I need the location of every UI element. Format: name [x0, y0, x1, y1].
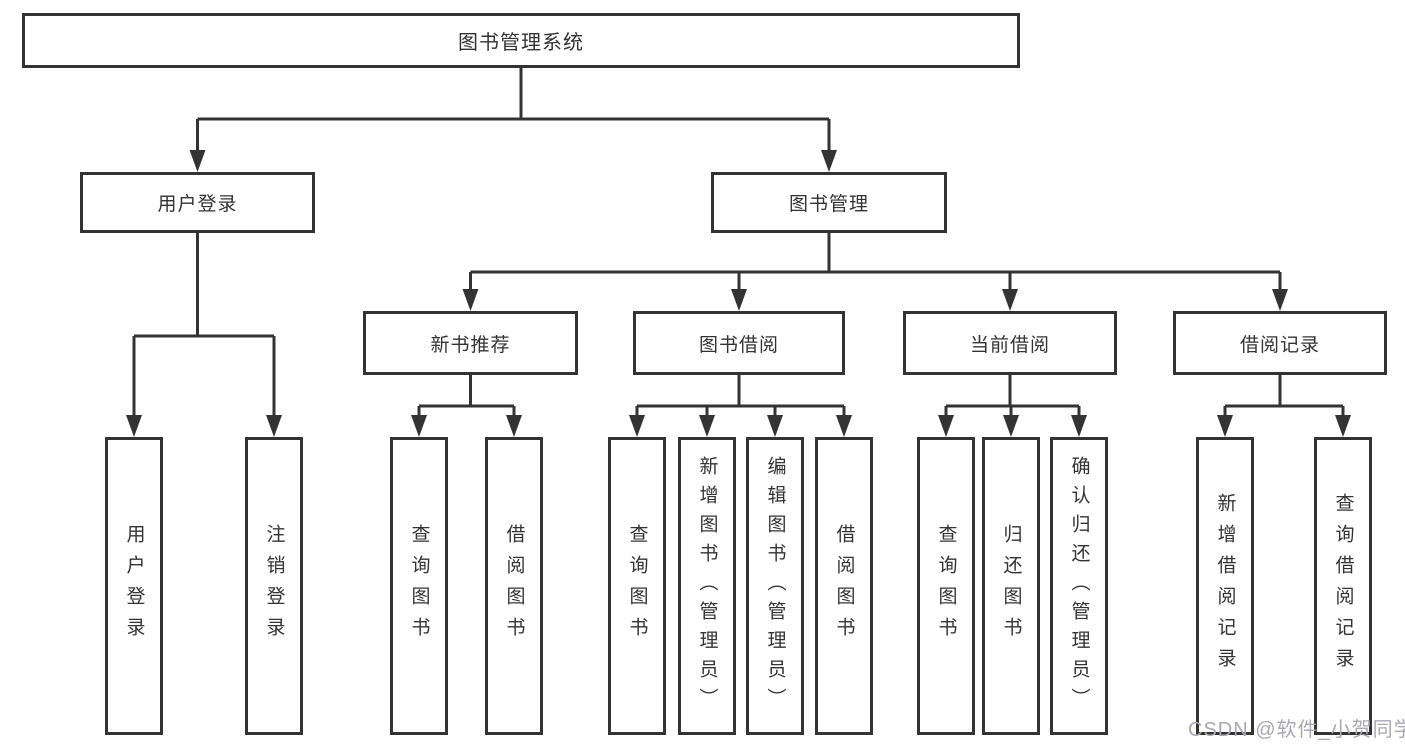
- leaf-add-book-admin: 新增图书（管理员）: [678, 437, 736, 735]
- leaf-query-borrow-record-label: 查询借阅记录: [1332, 493, 1354, 679]
- leaf-add-borrow-record: 新增借阅记录: [1196, 437, 1254, 735]
- leaf-borrow-books-borrow-label: 借阅图书: [833, 524, 855, 648]
- node-book-borrow: 图书借阅: [633, 311, 845, 375]
- leaf-query-books-current: 查询图书: [917, 437, 975, 735]
- leaf-edit-book-admin: 编辑图书（管理员）: [746, 437, 804, 735]
- leaf-return-book: 归还图书: [982, 437, 1040, 735]
- node-root-label: 图书管理系统: [458, 32, 584, 54]
- connector-borrow-records-children: [1217, 375, 1351, 437]
- node-user-login: 用户登录: [80, 172, 315, 233]
- node-book-management: 图书管理: [711, 172, 947, 233]
- connector-root-to-level2: [189, 68, 837, 172]
- watermark: CSDN @软件_小贺同学: [1188, 719, 1405, 741]
- leaf-query-books-recommend-label: 查询图书: [408, 524, 430, 648]
- node-user-login-label: 用户登录: [157, 194, 238, 215]
- node-borrow-records: 借阅记录: [1173, 311, 1387, 375]
- connector-new-book-children: [411, 375, 522, 437]
- node-root: 图书管理系统: [22, 13, 1020, 68]
- leaf-borrow-books-recommend: 借阅图书: [485, 437, 543, 735]
- connector-book-borrow-children: [629, 375, 852, 437]
- leaf-borrow-books-borrow: 借阅图书: [815, 437, 873, 735]
- node-book-borrow-label: 图书借阅: [698, 334, 779, 356]
- leaf-edit-book-admin-label: 编辑图书（管理员）: [764, 455, 786, 717]
- leaf-add-book-admin-label: 新增图书（管理员）: [696, 455, 718, 717]
- node-book-management-label: 图书管理: [788, 194, 869, 215]
- leaf-return-book-label: 归还图书: [1000, 524, 1022, 648]
- node-current-borrow-label: 当前借阅: [969, 334, 1050, 356]
- connector-current-borrow-children: [938, 375, 1087, 437]
- node-current-borrow: 当前借阅: [903, 311, 1117, 375]
- leaf-user-login-label: 用户登录: [123, 524, 145, 648]
- connector-user-login-children: [126, 233, 282, 437]
- leaf-add-borrow-record-label: 新增借阅记录: [1214, 493, 1236, 679]
- leaf-confirm-return-admin-label: 确认归还（管理员）: [1068, 455, 1090, 717]
- leaf-borrow-books-recommend-label: 借阅图书: [503, 524, 525, 648]
- leaf-query-books-current-label: 查询图书: [935, 524, 957, 648]
- node-new-book-recommend: 新书推荐: [363, 311, 578, 375]
- leaf-logout-label: 注销登录: [263, 524, 285, 648]
- leaf-query-books-recommend: 查询图书: [390, 437, 448, 735]
- connector-book-management-children: [462, 233, 1288, 311]
- leaf-confirm-return-admin: 确认归还（管理员）: [1050, 437, 1108, 735]
- leaf-query-books-borrow: 查询图书: [608, 437, 666, 735]
- leaf-logout: 注销登录: [245, 437, 303, 735]
- leaf-query-borrow-record: 查询借阅记录: [1314, 437, 1372, 735]
- leaf-user-login: 用户登录: [105, 437, 163, 735]
- node-borrow-records-label: 借阅记录: [1239, 334, 1320, 356]
- node-new-book-recommend-label: 新书推荐: [430, 334, 511, 356]
- leaf-query-books-borrow-label: 查询图书: [626, 524, 648, 648]
